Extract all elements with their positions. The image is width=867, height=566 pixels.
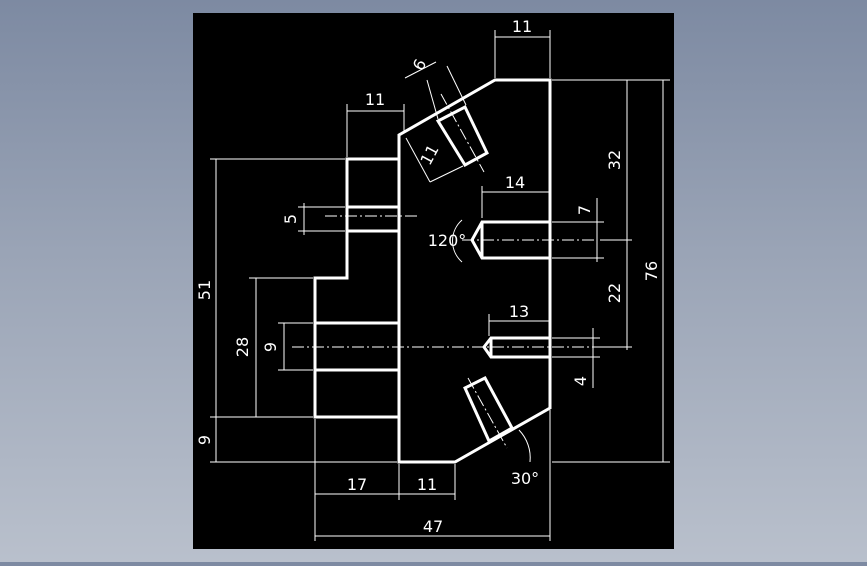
- upper-inclined-hole: [435, 104, 489, 167]
- dim-upper-bore-depth: 14: [505, 173, 525, 192]
- dim-bottom-mid-width: 11: [417, 475, 437, 494]
- center-lines: [292, 93, 596, 449]
- dim-lower-bore-dia: 4: [571, 376, 590, 386]
- dim-lower-slot: 9: [261, 342, 280, 352]
- upper-hole-axis: [440, 93, 485, 173]
- dim-lower-offset: 22: [605, 283, 624, 303]
- part-outline: [313, 78, 552, 464]
- drawing-background: [193, 13, 674, 549]
- lower-hole-axis: [467, 377, 508, 449]
- dim-bottom-offset: 9: [195, 435, 214, 445]
- lower-inclined-hole: [463, 376, 515, 444]
- dim-lower-bore-depth: 13: [509, 302, 529, 321]
- dim-lower-height: 28: [233, 337, 252, 357]
- dim-upper-offset: 32: [605, 150, 624, 170]
- dim-overall-height: 76: [642, 261, 661, 281]
- dim-overall-width: 47: [423, 517, 443, 536]
- dim-slot-height: 5: [281, 214, 300, 224]
- dimension-lines: [210, 30, 670, 541]
- dim-step-width: 11: [365, 90, 385, 109]
- dim-upper-bore-dia: 7: [575, 205, 594, 215]
- dim-drill-angle: 120°: [428, 231, 467, 250]
- dim-bottom-left-width: 17: [347, 475, 367, 494]
- dim-left-height: 51: [195, 280, 214, 300]
- dim-top-width: 11: [512, 17, 532, 36]
- dim-chamfer-angle: 30°: [511, 469, 539, 488]
